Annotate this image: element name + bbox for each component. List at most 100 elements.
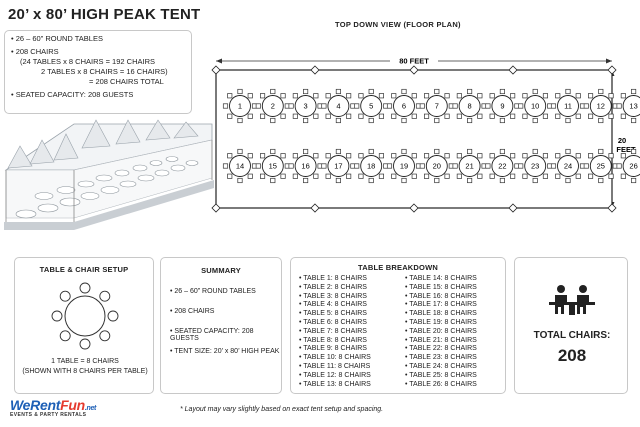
chair bbox=[434, 148, 440, 155]
chair bbox=[292, 153, 298, 159]
breakdown-item: • TABLE 15: 8 CHAIRS bbox=[405, 283, 477, 291]
chair bbox=[532, 117, 538, 124]
floor-plan-table: 21 bbox=[452, 148, 487, 184]
chair bbox=[378, 93, 385, 99]
chair bbox=[510, 113, 516, 119]
breakdown-item: • TABLE 8: 8 CHAIRS bbox=[299, 336, 367, 344]
total-panel: TOTAL CHAIRS: 208 bbox=[514, 257, 628, 394]
chair bbox=[227, 113, 233, 119]
chair bbox=[247, 93, 253, 99]
logo-tagline: EVENTS & PARTY RENTALS bbox=[10, 412, 87, 418]
floor-plan-table: 4 bbox=[321, 88, 356, 124]
chair bbox=[358, 113, 364, 119]
chair bbox=[391, 173, 397, 179]
chair bbox=[456, 93, 462, 99]
chair bbox=[368, 177, 374, 184]
floor-plan-table: 7 bbox=[419, 88, 454, 124]
chair bbox=[452, 103, 458, 109]
chair bbox=[588, 113, 594, 119]
specs-box: • 26 – 60” ROUND TABLES • 208 CHAIRS (24… bbox=[4, 30, 192, 114]
table-number: 26 bbox=[629, 162, 637, 171]
chair bbox=[565, 88, 571, 95]
chair bbox=[510, 93, 516, 99]
chair bbox=[325, 93, 331, 99]
round-table bbox=[524, 155, 547, 177]
chair bbox=[335, 148, 341, 155]
chair bbox=[608, 153, 614, 159]
round-table bbox=[294, 155, 317, 177]
chair bbox=[247, 153, 253, 159]
chair bbox=[386, 103, 393, 109]
chair bbox=[303, 148, 309, 155]
chair bbox=[303, 177, 309, 184]
chair bbox=[620, 113, 626, 119]
chair bbox=[354, 163, 360, 169]
chair bbox=[237, 177, 243, 184]
setup-chair bbox=[59, 290, 71, 302]
chair bbox=[485, 103, 491, 109]
floor-plan-table: 8 bbox=[452, 88, 487, 124]
table-number: 19 bbox=[400, 162, 408, 171]
chair bbox=[434, 177, 440, 184]
table-number: 21 bbox=[465, 162, 473, 171]
chair bbox=[620, 153, 626, 159]
floor-plan-table: 22 bbox=[485, 148, 520, 184]
table-number: 11 bbox=[564, 102, 572, 111]
chair bbox=[444, 93, 450, 99]
round-table bbox=[557, 95, 579, 117]
chair bbox=[259, 113, 266, 119]
chair bbox=[227, 153, 233, 159]
table-setup-caption: 1 TABLE = 8 CHAIRS bbox=[51, 358, 119, 365]
chair bbox=[280, 113, 286, 119]
chair bbox=[335, 117, 341, 124]
round-table bbox=[327, 95, 350, 117]
chair bbox=[255, 163, 261, 169]
chair bbox=[346, 93, 352, 99]
round-table bbox=[360, 155, 383, 177]
chair bbox=[456, 153, 462, 159]
floor-plan-table: 12 bbox=[583, 88, 618, 124]
breakdown-item: • TABLE 21: 8 CHAIRS bbox=[405, 336, 477, 344]
round-table bbox=[589, 95, 612, 117]
round-table bbox=[360, 95, 383, 117]
chair bbox=[510, 173, 516, 179]
chair bbox=[411, 153, 417, 159]
chair bbox=[555, 173, 561, 179]
chair bbox=[313, 153, 319, 159]
chair bbox=[616, 163, 622, 169]
chair bbox=[227, 173, 233, 179]
table-number: 23 bbox=[531, 162, 539, 171]
chair bbox=[270, 117, 276, 124]
chair bbox=[550, 103, 557, 109]
chair bbox=[575, 113, 581, 119]
setup-chair bbox=[79, 338, 91, 350]
chair bbox=[542, 113, 549, 119]
table-number: 17 bbox=[334, 162, 342, 171]
logo-fun: Fun bbox=[60, 397, 85, 413]
chair bbox=[270, 88, 276, 95]
chair bbox=[424, 173, 430, 179]
table-number: 9 bbox=[500, 102, 504, 111]
chair bbox=[368, 88, 374, 95]
chair bbox=[411, 93, 417, 99]
chair bbox=[222, 103, 229, 109]
breakdown-list-right: • TABLE 14: 8 CHAIRS• TABLE 15: 8 CHAIRS… bbox=[405, 275, 477, 389]
chair bbox=[485, 163, 491, 169]
summary-panel: SUMMARY • 26 – 60” ROUND TABLES • 208 CH… bbox=[160, 257, 282, 394]
round-table bbox=[229, 95, 251, 117]
chair bbox=[631, 117, 637, 124]
floor-plan-table: 2 bbox=[255, 88, 290, 124]
floor-plan-table: 24 bbox=[550, 148, 586, 184]
chair bbox=[378, 113, 385, 119]
chair bbox=[325, 113, 331, 119]
chair bbox=[444, 173, 450, 179]
breakdown-item: • TABLE 12: 8 CHAIRS bbox=[299, 371, 371, 379]
chair bbox=[456, 173, 462, 179]
chair bbox=[419, 163, 425, 169]
chair bbox=[588, 153, 594, 159]
spec-calc-total: = 208 CHAIRS TOTAL bbox=[89, 77, 164, 86]
chair bbox=[518, 163, 524, 169]
round-table bbox=[491, 155, 514, 177]
chair bbox=[419, 103, 425, 109]
chair bbox=[346, 173, 352, 179]
